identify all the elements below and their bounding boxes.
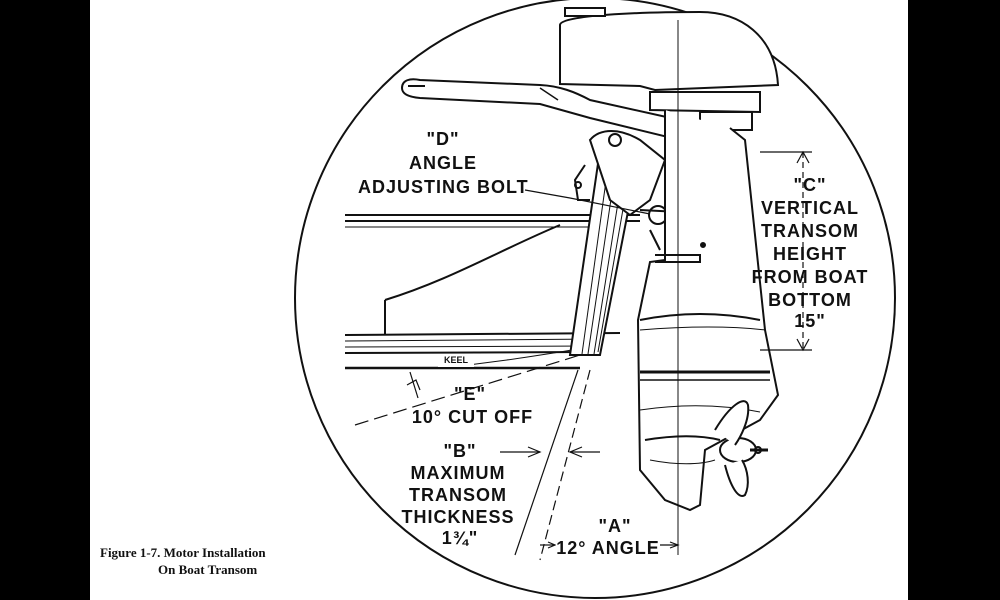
keel-label-bg: [438, 356, 474, 367]
label-a-line1: 12° ANGLE: [556, 537, 660, 559]
label-d-line1: ANGLE: [409, 153, 477, 173]
dimension-b: [500, 446, 600, 458]
dimension-c: [760, 150, 812, 352]
label-d-line2: ADJUSTING BOLT: [358, 177, 529, 197]
label-b-letter: "B": [443, 441, 477, 461]
label-e-line1: 10° CUT OFF: [411, 407, 534, 427]
tiller-handle: [400, 78, 692, 142]
figure-caption: Figure 1-7. Motor Installation On Boat T…: [100, 544, 400, 578]
label-c-line6: 15": [794, 311, 826, 331]
clamp-bracket: [573, 130, 681, 251]
label-c-line2: TRANSOM: [761, 221, 859, 241]
label-keel: KEEL: [443, 355, 468, 365]
label-c-line1: VERTICAL: [761, 198, 859, 218]
label-b-line4: 1¾": [441, 528, 479, 548]
bolt-leader-line: [524, 189, 651, 215]
label-e-letter: "E": [453, 384, 487, 404]
boat-hull: [344, 214, 640, 370]
label-c-letter: "C": [793, 175, 827, 195]
label-a-letter: "A": [598, 516, 632, 536]
label-d-letter: "D": [426, 129, 460, 149]
label-b-line3: THICKNESS: [401, 507, 515, 527]
dimension-e: [354, 354, 581, 426]
label-c-line3: HEIGHT: [772, 244, 847, 264]
caption-line1: Figure 1-7. Motor Installation: [100, 545, 266, 560]
detail-circle: [294, 0, 896, 599]
propeller: [714, 400, 768, 497]
label-c-line5: BOTTOM: [768, 290, 852, 310]
label-b-line1: MAXIMUM: [410, 463, 506, 483]
caption-line2: On Boat Transom: [158, 562, 258, 577]
dimension-a: [514, 369, 680, 561]
label-c-line4: FROM BOAT: [751, 267, 869, 287]
label-b-line2: TRANSOM: [409, 485, 507, 505]
